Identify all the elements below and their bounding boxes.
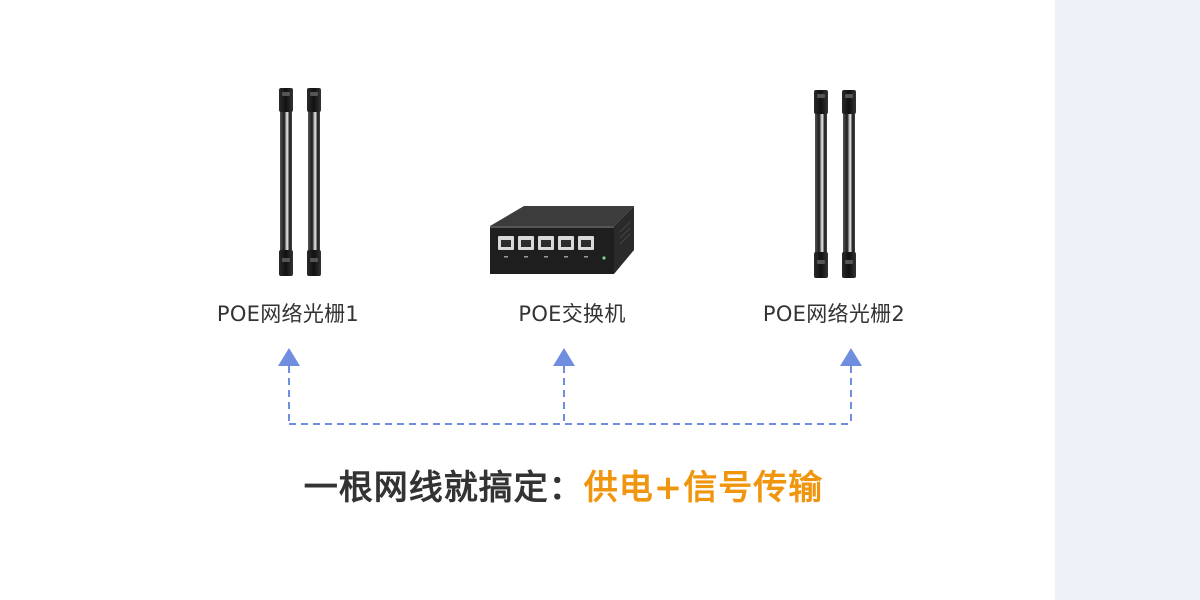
grating-1-label: POE网络光栅1 (216, 302, 360, 326)
side-panel (1055, 0, 1200, 600)
arrow-up-icon (553, 348, 575, 366)
headline-prefix: 一根网线就搞定： (303, 468, 584, 508)
poe-switch-device (486, 204, 636, 276)
headline-highlight: 供电+信号传输 (583, 468, 824, 508)
poe-switch-label: POE交换机 (518, 302, 626, 326)
arrow-up-icon (278, 348, 300, 366)
headline: 一根网线就搞定：供电+信号传输 (0, 460, 1127, 509)
light-grating-left (276, 86, 326, 278)
arrow-up-icon (840, 348, 862, 366)
grating-2-label: POE网络光栅2 (762, 302, 906, 326)
light-grating-right (811, 88, 861, 280)
